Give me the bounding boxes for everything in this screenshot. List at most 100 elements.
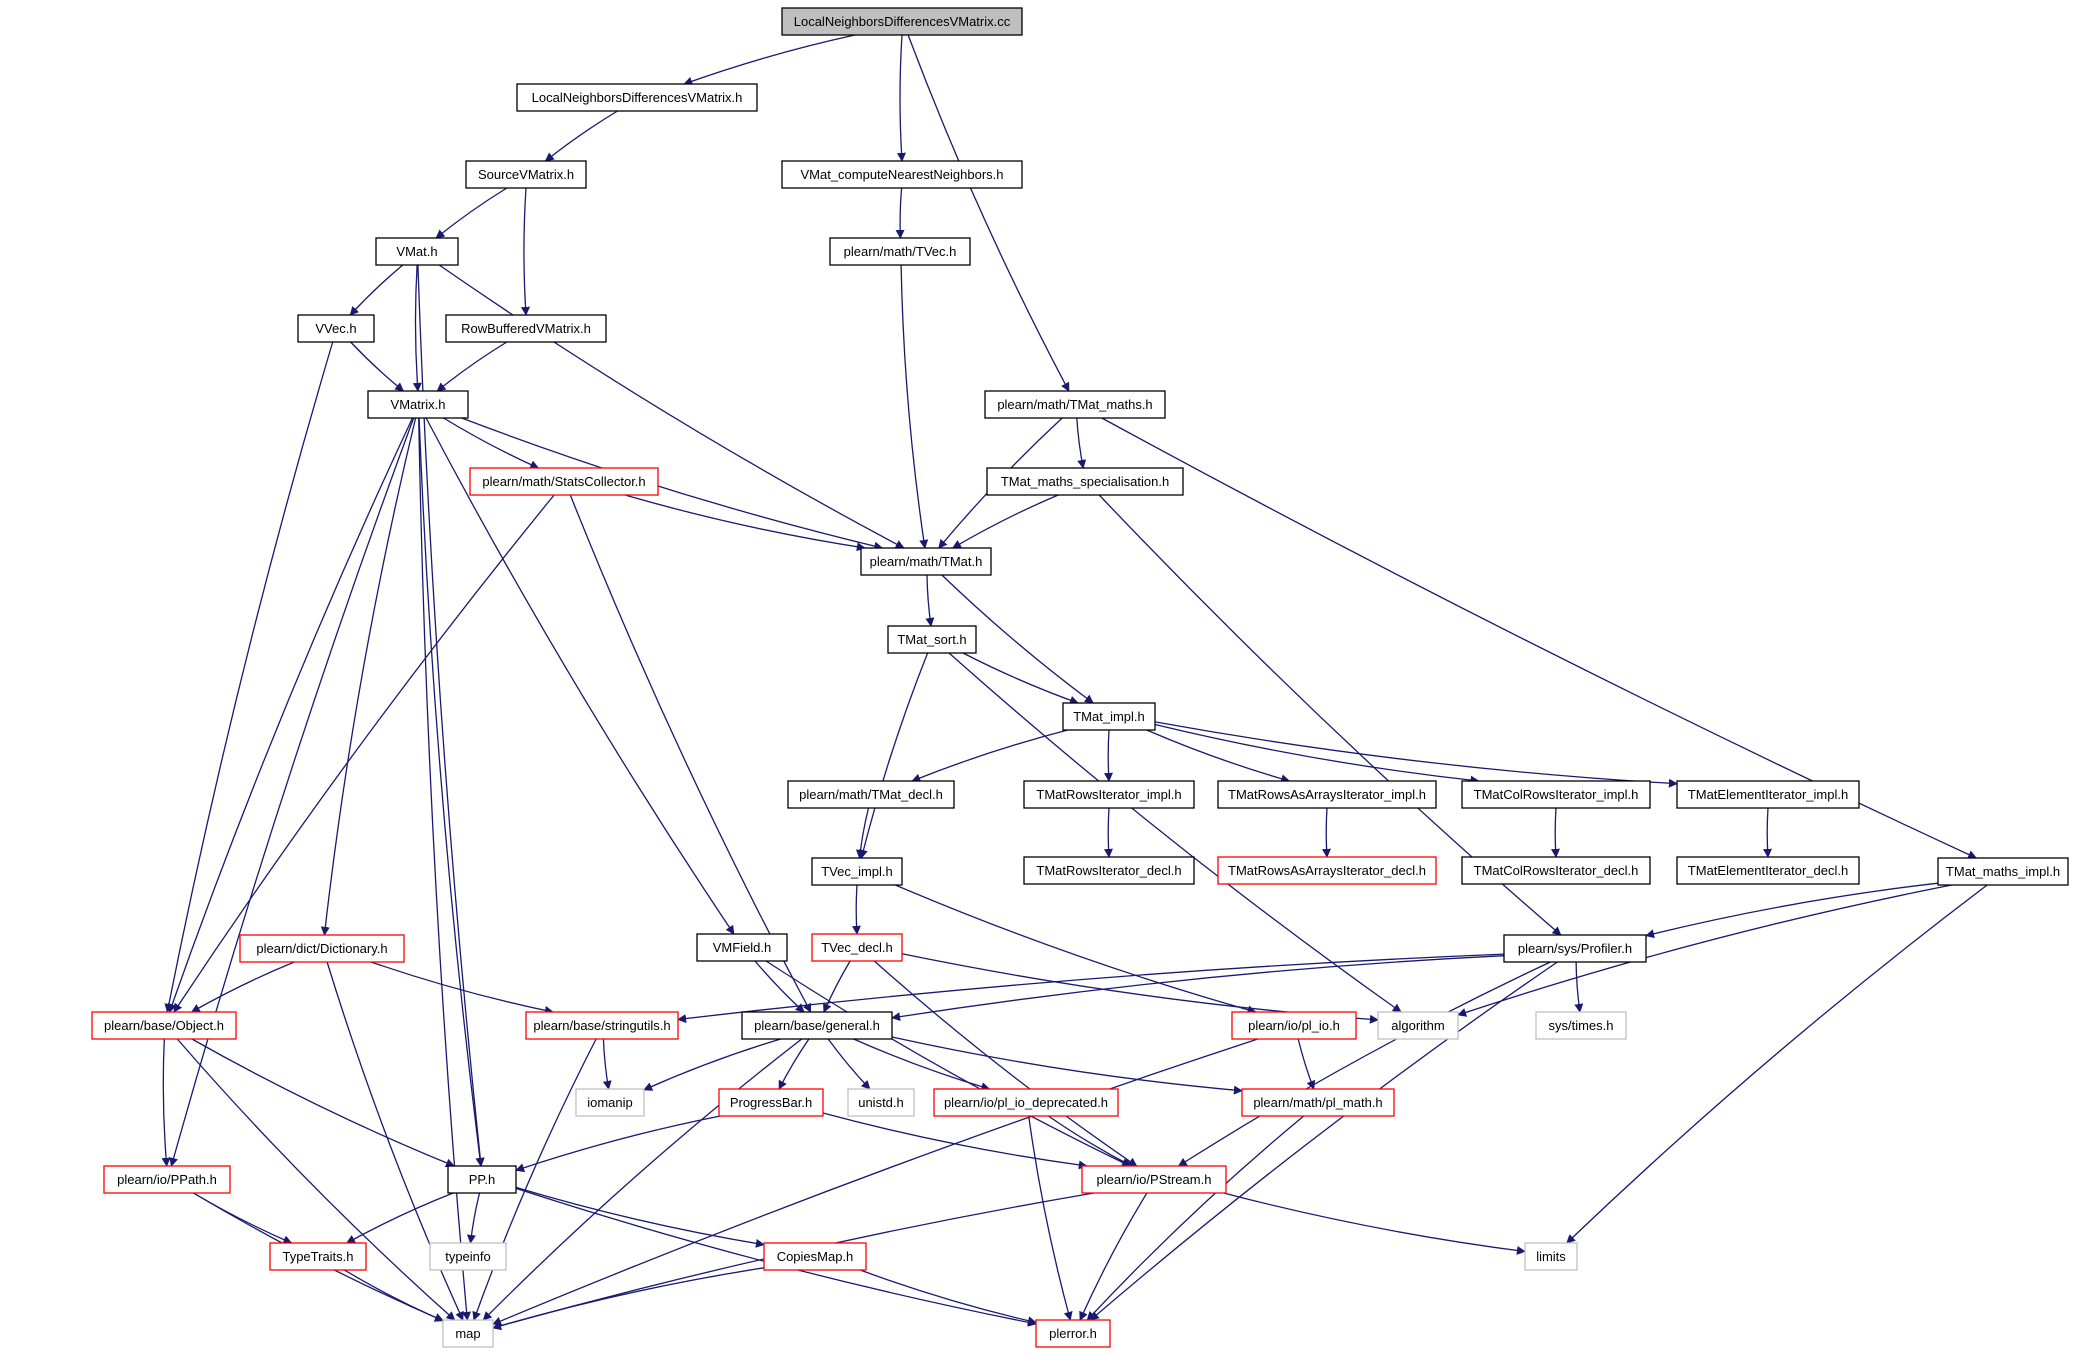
node-vvec[interactable]: VVec.h (297, 314, 375, 343)
node-label-typetraits: TypeTraits.h (282, 1249, 353, 1264)
node-box-pl_io (1231, 1011, 1357, 1040)
node-copiesmap[interactable]: CopiesMap.h (763, 1242, 867, 1271)
node-stats[interactable]: plearn/math/StatsCollector.h (469, 467, 659, 496)
node-box-stringutils (525, 1011, 679, 1040)
node-elem_decl[interactable]: TMatElementIterator_decl.h (1676, 856, 1860, 885)
node-box-iomanip (575, 1088, 645, 1117)
edge-profiler-to-stringutils (677, 953, 1505, 1024)
node-rowbuf[interactable]: RowBufferedVMatrix.h (445, 314, 607, 343)
edge-general-to-map (482, 1038, 803, 1321)
node-label-root: LocalNeighborsDifferencesVMatrix.cc (794, 14, 1011, 29)
node-root[interactable]: LocalNeighborsDifferencesVMatrix.cc (781, 7, 1023, 36)
dependency-edges (161, 34, 1988, 1331)
node-box-pl_math (1241, 1088, 1395, 1117)
node-label-stats: plearn/math/StatsCollector.h (482, 474, 645, 489)
node-source[interactable]: SourceVMatrix.h (465, 160, 587, 189)
edge-elem_impl-to-elem_decl (1762, 807, 1772, 858)
node-general[interactable]: plearn/base/general.h (741, 1011, 893, 1040)
edge-root-to-tmat_maths (907, 34, 1070, 392)
node-box-vmfield (696, 933, 788, 962)
node-progress[interactable]: ProgressBar.h (718, 1088, 824, 1117)
node-rows_it_decl[interactable]: TMatRowsIterator_decl.h (1023, 856, 1195, 885)
node-tmat_impl[interactable]: TMat_impl.h (1062, 702, 1156, 731)
node-label-ppath: plearn/io/PPath.h (117, 1172, 217, 1187)
node-colrows_decl[interactable]: TMatColRowsIterator_decl.h (1461, 856, 1651, 885)
node-tmat[interactable]: plearn/math/TMat.h (860, 547, 992, 576)
node-dictionary[interactable]: plearn/dict/Dictionary.h (239, 934, 405, 963)
edge-ppath-to-typetraits (193, 1192, 293, 1244)
node-tvec_decl[interactable]: TVec_decl.h (811, 933, 903, 962)
node-label-elem_decl: TMatElementIterator_decl.h (1688, 863, 1848, 878)
node-label-tmat_decl: plearn/math/TMat_decl.h (799, 787, 943, 802)
edge-tmat_sort-to-tmat_impl (962, 652, 1079, 705)
edge-tmat_maths_impl-to-profiler (1645, 882, 1939, 939)
node-tmat_spec[interactable]: TMat_maths_specialisation.h (986, 467, 1184, 496)
node-tvec_impl[interactable]: TVec_impl.h (811, 857, 903, 886)
node-vmatrix[interactable]: VMatrix.h (367, 390, 469, 419)
edge-vmat_h-to-vvec (349, 264, 404, 316)
node-pl_io_dep[interactable]: plearn/io/pl_io_deprecated.h (933, 1088, 1119, 1117)
node-profiler[interactable]: plearn/sys/Profiler.h (1503, 934, 1647, 963)
node-box-elem_decl (1676, 856, 1860, 885)
edge-tmat_impl-to-elem_impl (1154, 721, 1678, 788)
node-rowsarr_decl[interactable]: TMatRowsAsArraysIterator_decl.h (1217, 856, 1437, 885)
edge-tmat_impl-to-rows_it_impl (1104, 729, 1113, 782)
node-colrows_impl[interactable]: TMatColRowsIterator_impl.h (1461, 780, 1651, 809)
node-label-vvec: VVec.h (315, 321, 356, 336)
node-vmat_knn[interactable]: VMat_computeNearestNeighbors.h (781, 160, 1023, 189)
edge-pp-to-typetraits (346, 1192, 454, 1244)
node-label-colrows_impl: TMatColRowsIterator_impl.h (1474, 787, 1639, 802)
node-typetraits[interactable]: TypeTraits.h (269, 1242, 367, 1271)
node-label-tmat_sort: TMat_sort.h (897, 632, 966, 647)
node-elem_impl[interactable]: TMatElementIterator_impl.h (1676, 780, 1860, 809)
node-box-progress (718, 1088, 824, 1117)
node-systimes: sys/times.h (1535, 1011, 1627, 1040)
edge-tmat-to-tmat_impl (941, 574, 1094, 704)
node-label-rowsarr_decl: TMatRowsAsArraysIterator_decl.h (1228, 863, 1426, 878)
node-tmat_maths_impl[interactable]: TMat_maths_impl.h (1937, 857, 2069, 886)
node-stringutils[interactable]: plearn/base/stringutils.h (525, 1011, 679, 1040)
node-tmat_maths[interactable]: plearn/math/TMat_maths.h (984, 390, 1166, 419)
edge-vmatrix-to-dictionary (320, 417, 417, 936)
node-label-unistd: unistd.h (858, 1095, 904, 1110)
node-box-tvec_decl (811, 933, 903, 962)
node-rows_it_impl[interactable]: TMatRowsIterator_impl.h (1023, 780, 1195, 809)
node-ppath[interactable]: plearn/io/PPath.h (103, 1165, 231, 1194)
edge-dictionary-to-stringutils (370, 961, 554, 1015)
edge-tmat_decl-to-tvec_impl (855, 807, 870, 859)
node-pl_math[interactable]: plearn/math/pl_math.h (1241, 1088, 1395, 1117)
node-label-pl_math: plearn/math/pl_math.h (1253, 1095, 1382, 1110)
edge-pp-to-copiesmap (515, 1186, 765, 1248)
node-vmat_h[interactable]: VMat.h (375, 237, 459, 266)
node-pp[interactable]: PP.h (447, 1165, 517, 1194)
node-box-limits (1524, 1242, 1578, 1271)
node-tmat_sort[interactable]: TMat_sort.h (887, 625, 977, 654)
edge-object-to-ppath (161, 1038, 171, 1167)
node-pstream[interactable]: plearn/io/PStream.h (1081, 1165, 1227, 1194)
node-box-general (741, 1011, 893, 1040)
node-rowsarr_impl[interactable]: TMatRowsAsArraysIterator_impl.h (1217, 780, 1437, 809)
node-label-limits: limits (1536, 1249, 1566, 1264)
edge-dictionary-to-map (326, 961, 464, 1321)
node-label-rowsarr_impl: TMatRowsAsArraysIterator_impl.h (1228, 787, 1426, 802)
node-plerror[interactable]: plerror.h (1035, 1319, 1111, 1348)
node-lndvm_h[interactable]: LocalNeighborsDifferencesVMatrix.h (516, 83, 758, 112)
node-box-colrows_decl (1461, 856, 1651, 885)
node-label-elem_impl: TMatElementIterator_impl.h (1688, 787, 1848, 802)
node-object[interactable]: plearn/base/Object.h (91, 1011, 237, 1040)
edge-source-to-rowbuf (520, 187, 530, 316)
node-tmat_decl[interactable]: plearn/math/TMat_decl.h (787, 780, 955, 809)
edge-copiesmap-to-map (492, 1267, 765, 1331)
node-box-vmat_h (375, 237, 459, 266)
edge-tmat-to-tmat_sort (925, 574, 935, 627)
node-pl_io[interactable]: plearn/io/pl_io.h (1231, 1011, 1357, 1040)
edge-pl_math-to-plerror (1086, 1115, 1305, 1321)
node-label-algorithm: algorithm (1391, 1018, 1444, 1033)
node-box-unistd (847, 1088, 915, 1117)
node-vmfield[interactable]: VMField.h (696, 933, 788, 962)
edge-tmat_impl-to-tmat_decl (911, 729, 1068, 783)
node-label-copiesmap: CopiesMap.h (777, 1249, 854, 1264)
node-tvec[interactable]: plearn/math/TVec.h (829, 237, 971, 266)
node-label-plerror: plerror.h (1049, 1326, 1097, 1341)
